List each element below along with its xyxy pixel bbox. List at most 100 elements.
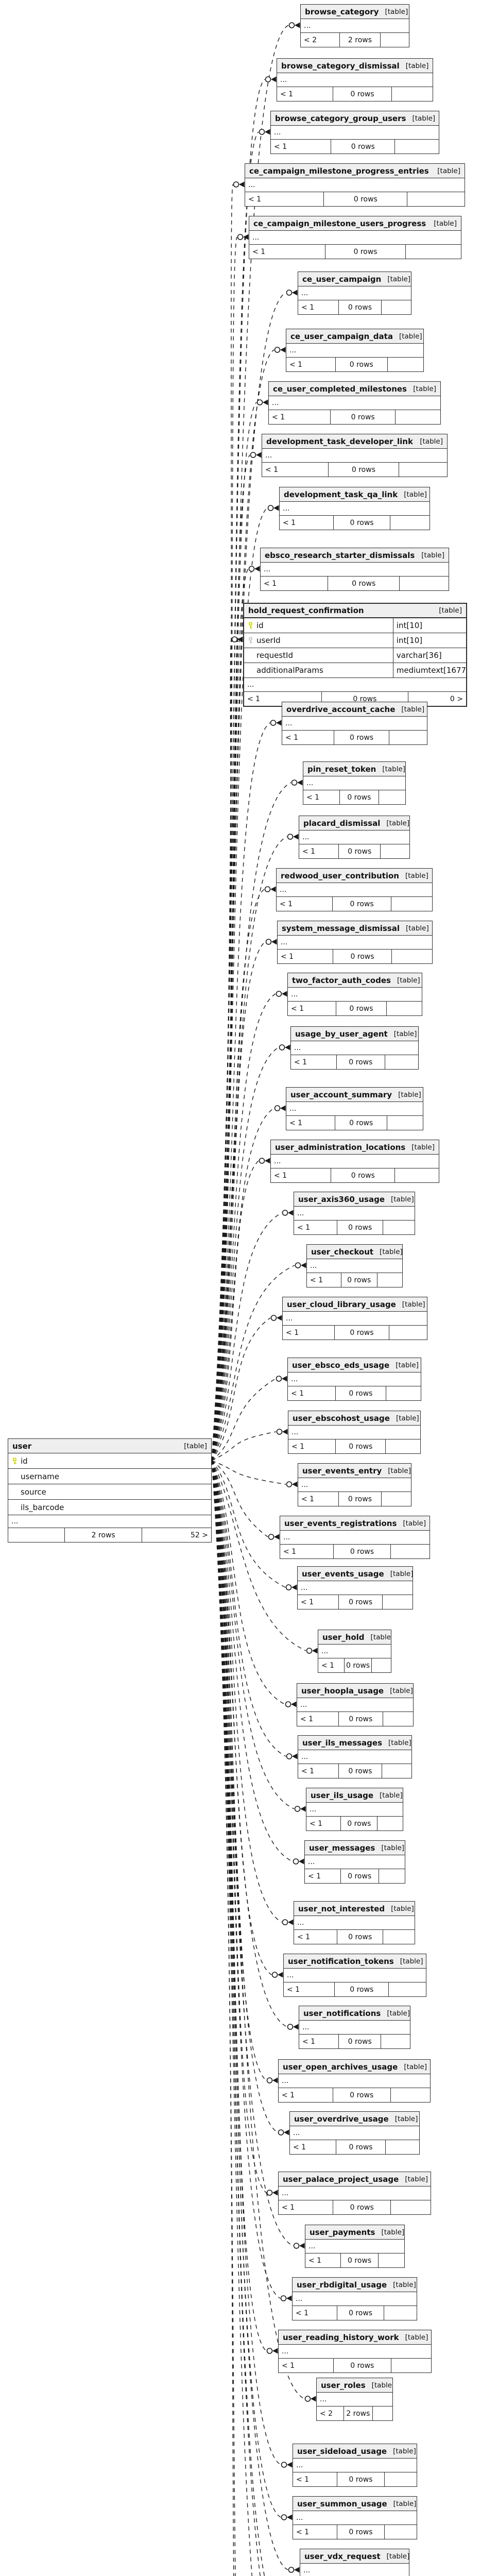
table-node-user_events_usage[interactable]: user_events_usage [table] ... < 1 0 rows [297, 1566, 413, 1609]
table-node-user_sideload_usage[interactable]: user_sideload_usage [table] ... < 1 0 ro… [293, 2444, 417, 2487]
table-node-user_events_registrations[interactable]: user_events_registrations [table] ... < … [280, 1516, 430, 1559]
table-header[interactable]: browse_category_dismissal [table] [277, 59, 433, 73]
table-node-development_task_qa_link[interactable]: development_task_qa_link [table] ... < 1… [279, 487, 430, 530]
table-name[interactable]: two_factor_auth_codes [292, 975, 391, 985]
table-node-usage_by_user_agent[interactable]: usage_by_user_agent [table] ... < 1 0 ro… [290, 1026, 419, 1070]
table-name[interactable]: user_not_interested [298, 1904, 385, 1913]
table-header[interactable]: user_events_usage [table] [298, 1567, 413, 1581]
table-name[interactable]: user_account_summary [290, 1090, 392, 1099]
table-name[interactable]: user_checkout [311, 1247, 374, 1257]
table-header[interactable]: user_notifications [table] [299, 2006, 410, 2021]
table-header[interactable]: placard_dismissal [table] [299, 816, 409, 831]
table-node-two_factor_auth_codes[interactable]: two_factor_auth_codes [table] ... < 1 0 … [287, 973, 422, 1016]
table-name[interactable]: user_rbdigital_usage [297, 2280, 387, 2290]
table-name[interactable]: placard_dismissal [303, 818, 381, 828]
table-name[interactable]: user_ils_messages [302, 1738, 383, 1748]
table-node-user_events_entry[interactable]: user_events_entry [table] ... < 1 0 rows [298, 1463, 411, 1506]
table-header[interactable]: user_palace_project_usage [table] [279, 2172, 431, 2187]
table-node-system_message_dismissal[interactable]: system_message_dismissal [table] ... < 1… [277, 921, 433, 964]
table-node-user_ils_usage[interactable]: user_ils_usage [table] ... < 1 0 rows [306, 1788, 403, 1831]
table-header[interactable]: user_vdx_request [table] [300, 2549, 409, 2564]
table-name[interactable]: user_ils_usage [311, 1790, 374, 1800]
table-node-user_messages[interactable]: user_messages [table] ... < 1 0 rows [304, 1840, 405, 1884]
table-name[interactable]: user_events_registrations [284, 1518, 397, 1528]
table-node-user_reading_history_work[interactable]: user_reading_history_work [table] ... < … [278, 2330, 432, 2373]
table-header[interactable]: ce_user_campaign [table] [298, 272, 411, 286]
table-node-pin_reset_token[interactable]: pin_reset_token [table] ... < 1 0 rows [303, 761, 406, 805]
table-name[interactable]: user_overdrive_usage [294, 2114, 389, 2124]
table-name[interactable]: user_reading_history_work [283, 2332, 399, 2342]
table-name[interactable]: user_axis360_usage [298, 1194, 385, 1204]
table-header[interactable]: user_events_entry [table] [298, 1464, 411, 1478]
table-node-ce_campaign_milestone_progress_entries[interactable]: ce_campaign_milestone_progress_entries [… [245, 163, 465, 207]
table-node-user_ebscohost_usage[interactable]: user_ebscohost_usage [table] ... < 1 0 r… [288, 1411, 421, 1454]
table-name[interactable]: user_administration_locations [275, 1142, 406, 1152]
table-header[interactable]: user_ebsco_eds_usage [table] [288, 1358, 421, 1372]
table-name[interactable]: user_notifications [303, 2008, 381, 2018]
table-node-user_hold[interactable]: user_hold [table] ... < 1 0 rows [318, 1630, 391, 1673]
table-name[interactable]: user_hoopla_usage [301, 1686, 384, 1696]
table-header[interactable]: user_open_archives_usage [table] [279, 2060, 430, 2074]
table-header[interactable]: browse_category_group_users [table] [271, 111, 439, 126]
table-node-user_administration_locations[interactable]: user_administration_locations [table] ..… [270, 1140, 439, 1183]
table-node-user_notifications[interactable]: user_notifications [table] ... < 1 0 row… [299, 2006, 410, 2049]
table-name[interactable]: browse_category [305, 7, 379, 16]
table-header[interactable]: user_reading_history_work [table] [279, 2330, 431, 2345]
table-name[interactable]: user_roles [321, 2380, 366, 2390]
table-header[interactable]: development_task_developer_link [table] [262, 434, 447, 449]
table-name[interactable]: development_task_qa_link [284, 489, 398, 499]
table-node-user_payments[interactable]: user_payments [table] ... < 1 0 rows [305, 2225, 405, 2268]
table-name[interactable]: user_open_archives_usage [283, 2062, 398, 2072]
table-name[interactable]: ebsco_research_starter_dismissals [265, 550, 415, 560]
table-node-ce_campaign_milestone_users_progress[interactable]: ce_campaign_milestone_users_progress [ta… [249, 216, 461, 259]
table-node-user_overdrive_usage[interactable]: user_overdrive_usage [table] ... < 1 0 r… [289, 2111, 420, 2155]
table-node-user_vdx_request[interactable]: user_vdx_request [table] ... < 1 0 rows [300, 2549, 409, 2576]
table-node-ce_user_campaign[interactable]: ce_user_campaign [table] ... < 1 0 rows [298, 272, 411, 315]
table-node-user_open_archives_usage[interactable]: user_open_archives_usage [table] ... < 1… [278, 2059, 431, 2103]
table-header[interactable]: browse_category [table] [301, 5, 409, 19]
table-name[interactable]: user_notification_tokens [288, 1956, 394, 1966]
table-header[interactable]: user_administration_locations [table] [271, 1140, 439, 1155]
table-header[interactable]: overdrive_account_cache [table] [282, 702, 427, 717]
table-header[interactable]: user [table] [8, 1439, 211, 1453]
table-name[interactable]: user_payments [310, 2227, 375, 2237]
table-header[interactable]: user_notification_tokens [table] [284, 1954, 426, 1969]
table-name[interactable]: browse_category_group_users [275, 113, 406, 123]
table-node-ebsco_research_starter_dismissals[interactable]: ebsco_research_starter_dismissals [table… [260, 548, 449, 591]
table-header[interactable]: ce_user_campaign_data [table] [286, 329, 423, 344]
table-node-ce_user_campaign_data[interactable]: ce_user_campaign_data [table] ... < 1 0 … [286, 329, 424, 372]
table-name[interactable]: ce_user_completed_milestones [273, 384, 407, 394]
table-node-overdrive_account_cache[interactable]: overdrive_account_cache [table] ... < 1 … [282, 702, 427, 745]
table-header[interactable]: ce_user_completed_milestones [table] [269, 382, 440, 396]
table-name[interactable]: ce_user_campaign_data [290, 331, 393, 341]
table-header[interactable]: ce_campaign_milestone_users_progress [ta… [249, 216, 461, 231]
table-name[interactable]: user_ebsco_eds_usage [292, 1360, 390, 1370]
table-node-user_not_interested[interactable]: user_not_interested [table] ... < 1 0 ro… [294, 1901, 415, 1944]
table-node-user_axis360_usage[interactable]: user_axis360_usage [table] ... < 1 0 row… [294, 1192, 415, 1235]
table-name[interactable]: user_events_entry [302, 1466, 382, 1476]
table-name[interactable]: user_vdx_request [304, 2551, 381, 2561]
table-header[interactable]: user_sideload_usage [table] [293, 2444, 417, 2459]
table-node-user_hoopla_usage[interactable]: user_hoopla_usage [table] ... < 1 0 rows [297, 1683, 414, 1726]
table-header[interactable]: user_messages [table] [305, 1841, 405, 1855]
table-name[interactable]: pin_reset_token [307, 764, 376, 774]
table-header[interactable]: user_hoopla_usage [table] [297, 1684, 413, 1698]
table-node-browse_category_dismissal[interactable]: browse_category_dismissal [table] ... < … [277, 58, 433, 101]
table-header[interactable]: user_overdrive_usage [table] [290, 2112, 419, 2126]
table-node-user_ils_messages[interactable]: user_ils_messages [table] ... < 1 0 rows [298, 1735, 412, 1778]
table-header[interactable]: ce_campaign_milestone_progress_entries [… [245, 164, 465, 178]
table-header[interactable]: redwood_user_contribution [table] [277, 869, 432, 883]
table-node-user_ebsco_eds_usage[interactable]: user_ebsco_eds_usage [table] ... < 1 0 r… [287, 1358, 421, 1401]
table-name[interactable]: overdrive_account_cache [286, 704, 396, 714]
table-header[interactable]: user_ils_usage [table] [306, 1788, 403, 1803]
table-name[interactable]: browse_category_dismissal [281, 61, 400, 71]
table-header[interactable]: user_ils_messages [table] [298, 1736, 411, 1750]
table-name[interactable]: ce_user_campaign [302, 274, 382, 284]
table-header[interactable]: ebsco_research_starter_dismissals [table… [261, 548, 449, 563]
table-header[interactable]: user_rbdigital_usage [table] [293, 2278, 417, 2292]
table-header[interactable]: system_message_dismissal [table] [278, 921, 432, 936]
table-node-placard_dismissal[interactable]: placard_dismissal [table] ... < 1 0 rows [299, 816, 410, 859]
table-node-user_roles[interactable]: user_roles [table] ... < 2 2 rows [316, 2378, 393, 2421]
